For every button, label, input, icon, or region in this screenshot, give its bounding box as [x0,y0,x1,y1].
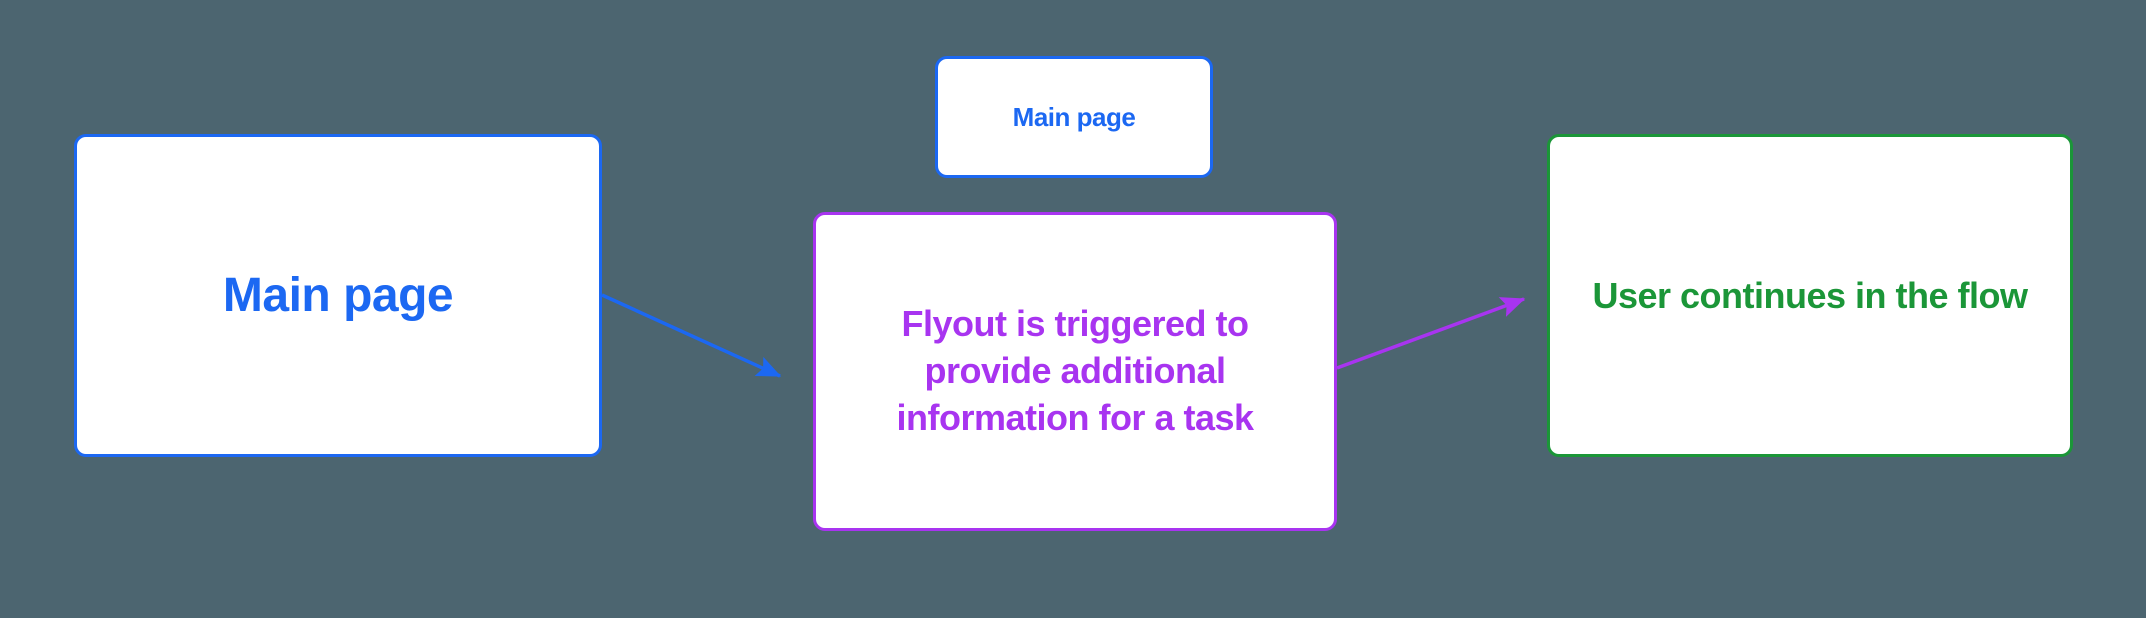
node-main-page-small-label: Main page [1012,101,1136,132]
edge-flyout-to-continue[interactable] [1336,297,1526,370]
node-user-continues-label: User continues in the flow [1592,274,2028,316]
node-user-continues[interactable]: User continues in the flow [1547,134,2073,457]
node-main-page-label: Main page [222,269,454,322]
node-main-page-small[interactable]: Main page [935,56,1213,178]
edge-main-to-flyout[interactable] [601,293,782,378]
node-flyout-triggered-label: Flyout is triggered to provide additiona… [896,303,1254,438]
node-main-page[interactable]: Main page [74,134,602,457]
node-flyout-triggered[interactable]: Flyout is triggered to provide additiona… [813,212,1337,531]
